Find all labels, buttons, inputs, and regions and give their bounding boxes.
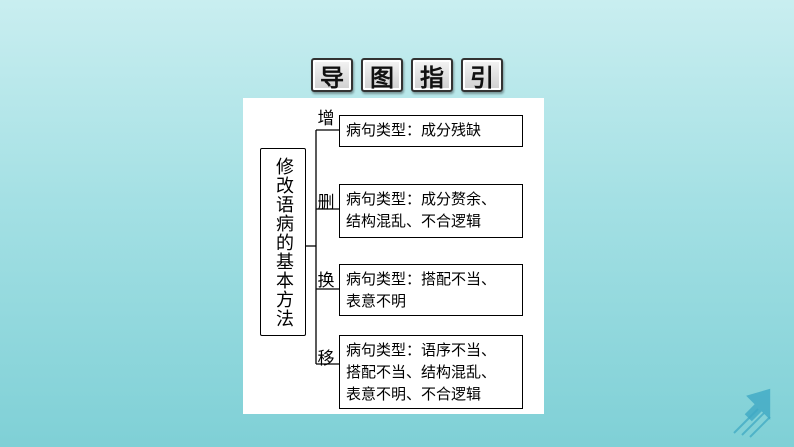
title-char: 图	[361, 58, 403, 92]
method-delete: 删	[317, 193, 335, 213]
root-node: 修改语病的基本方法	[260, 148, 306, 336]
title-char: 指	[411, 58, 453, 92]
diagram-title: 导 图 指 引	[311, 58, 503, 92]
branch-box-move: 病句类型：语序不当、 搭配不当、结构混乱、 表意不明、不合逻辑	[339, 335, 523, 409]
branch-box-delete: 病句类型：成分赘余、 结构混乱、不合逻辑	[339, 184, 523, 238]
connector-lines	[306, 129, 339, 365]
decorative-arrow-icon	[733, 388, 771, 438]
method-move: 移	[317, 349, 335, 369]
title-char: 引	[461, 58, 503, 92]
branch-box-replace: 病句类型：搭配不当、 表意不明	[339, 264, 523, 316]
title-char: 导	[311, 58, 353, 92]
mind-map-panel: 修改语病的基本方法 增 病句类型：成分残缺 删 病句类型：成分赘余、 结构混乱、…	[243, 98, 544, 414]
method-add: 增	[317, 109, 335, 129]
branch-box-add: 病句类型：成分残缺	[339, 115, 523, 147]
method-replace: 换	[317, 271, 335, 291]
